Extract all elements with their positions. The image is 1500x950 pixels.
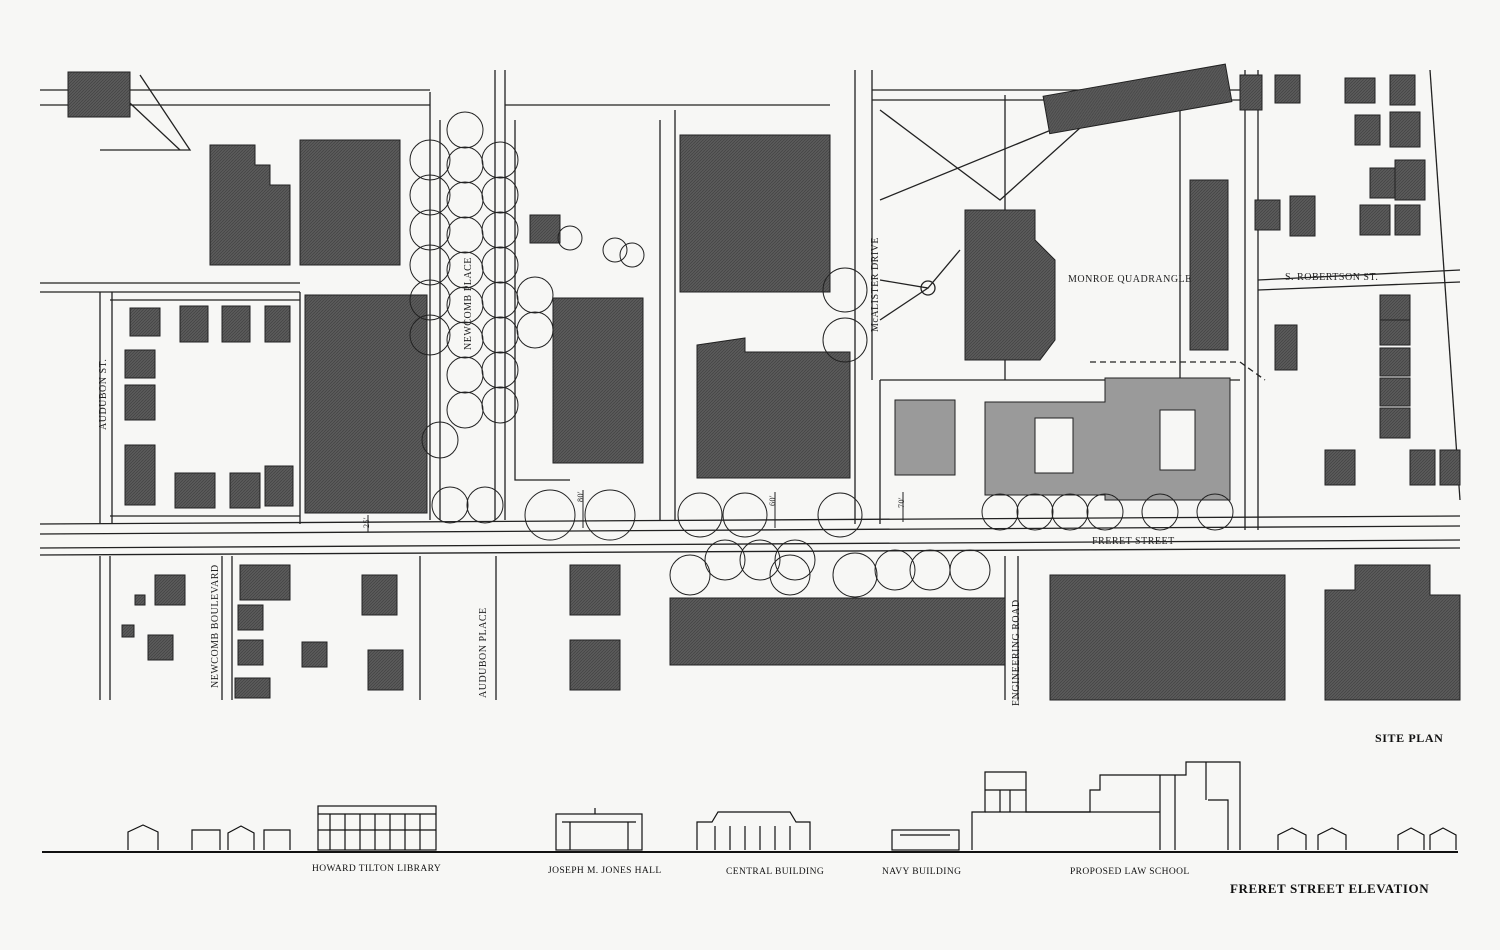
tree-canopy bbox=[409, 111, 1234, 598]
s-robertson-st-label: S. ROBERTSON ST. bbox=[1285, 272, 1379, 283]
engineering-road-label: ENGINEERING ROAD bbox=[1011, 599, 1022, 706]
law-school-label: PROPOSED LAW SCHOOL bbox=[1070, 867, 1190, 877]
mcalister-drive-label: McALISTER DRIVE bbox=[870, 237, 881, 332]
newcomb-boulevard-label: NEWCOMB BOULEVARD bbox=[210, 564, 221, 688]
dimension-label: 25' bbox=[362, 517, 371, 528]
freret-elevation-caption: FRERET STREET ELEVATION bbox=[1230, 881, 1430, 896]
site-plan-caption: SITE PLAN bbox=[1375, 731, 1444, 745]
central-building-label: CENTRAL BUILDING bbox=[726, 867, 825, 877]
dimension-label: 60' bbox=[768, 495, 777, 506]
jones-hall-label: JOSEPH M. JONES HALL bbox=[548, 866, 662, 876]
howard-tilton-label: HOWARD TILTON LIBRARY bbox=[312, 864, 442, 874]
freret-street-elevation-drawing bbox=[42, 761, 1458, 853]
newcomb-place-label: NEWCOMB PLACE bbox=[463, 257, 474, 350]
audubon-st-label: AUDUBON ST. bbox=[98, 358, 109, 430]
building-footprints bbox=[67, 63, 1461, 701]
dimension-marks bbox=[367, 490, 904, 532]
dimension-label: 80' bbox=[576, 491, 585, 502]
audubon-place-label: AUDUBON PLACE bbox=[478, 607, 489, 698]
freret-street-label: FRERET STREET bbox=[1092, 536, 1175, 547]
navy-building-label: NAVY BUILDING bbox=[882, 867, 962, 877]
monroe-quadrangle-label: MONROE QUADRANGLE bbox=[1068, 274, 1192, 285]
dimension-label: 70' bbox=[897, 497, 906, 508]
proposed-law-school-plan bbox=[894, 377, 1231, 501]
